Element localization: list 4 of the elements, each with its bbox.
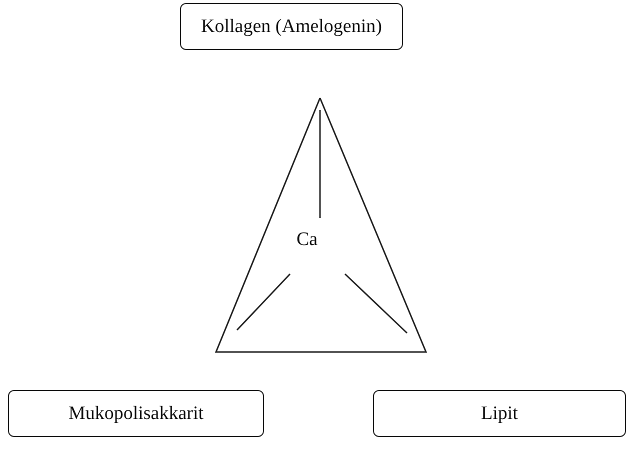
label-box: Kollagen (Amelogenin) [180, 3, 403, 50]
label-box: Mukopolisakkarit [8, 390, 264, 437]
label-box: Lipit [373, 390, 626, 437]
element-label: Ca [295, 229, 319, 251]
